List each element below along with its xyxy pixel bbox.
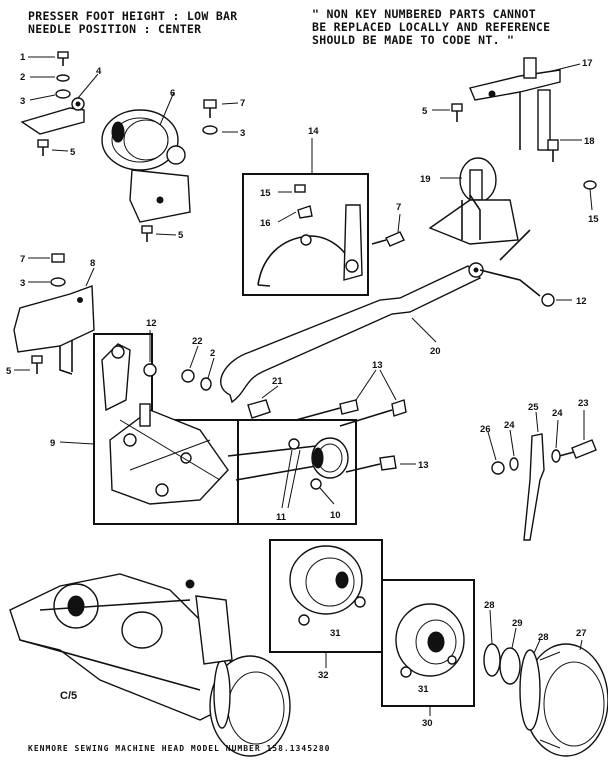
- bracket-part-4: [20, 73, 99, 135]
- callout-5: 5: [70, 147, 76, 158]
- callout-6: 6: [170, 88, 175, 99]
- presser-bar-assembly-part-17: [469, 57, 581, 151]
- callout-8: 8: [90, 258, 95, 269]
- screw-part-5-b: [141, 225, 177, 242]
- shaft-upper: [227, 445, 317, 457]
- note-line-2: be replaced locally and reference: [312, 20, 551, 34]
- nut-part-3-c: [28, 277, 66, 287]
- callout-28: 28: [484, 600, 495, 611]
- callout-4: 4: [96, 66, 102, 77]
- callout-31: 31: [330, 628, 341, 639]
- callout-17: 17: [582, 58, 593, 69]
- nut-part-3-b: [202, 125, 238, 135]
- screw-part-7-c: [28, 253, 65, 263]
- nut-part-22: [181, 345, 199, 383]
- callout-32: 32: [318, 670, 329, 681]
- assembled-head-view: [9, 573, 291, 757]
- nut-part-1-b: [583, 180, 597, 211]
- callout-30: 30: [422, 718, 433, 729]
- washer-part-24: [509, 419, 561, 471]
- callout-2-b: 2: [210, 348, 215, 359]
- nut-part-12-a: [541, 293, 572, 307]
- callout-7-b: 7: [396, 202, 401, 213]
- screw-part-18: [547, 139, 582, 162]
- callout-22: 22: [192, 336, 203, 347]
- model-footer: KENMORE SEWING MACHINE HEAD MODEL NUMBER…: [28, 744, 331, 753]
- lever-part-25: [523, 411, 545, 541]
- callout-9: 9: [50, 438, 55, 449]
- callout-2: 2: [20, 72, 25, 83]
- callout-5-c: 5: [422, 106, 428, 117]
- screw-part-1: [28, 51, 69, 66]
- nut-part-3: [29, 89, 71, 101]
- shaft-lower: [235, 465, 317, 481]
- callout-3: 3: [20, 96, 25, 107]
- detail-box-9: [59, 333, 239, 525]
- note-line-1: " Non key numbered parts cannot: [312, 7, 536, 21]
- callout-26: 26: [480, 424, 491, 435]
- header-left: Presser foot height : low barNeedle posi…: [28, 10, 237, 36]
- presser-foot-height-label: Presser foot height : low bar: [28, 9, 238, 23]
- callout-24-b: 24: [504, 420, 515, 431]
- callout-18: 18: [584, 136, 595, 147]
- callout-29: 29: [512, 618, 523, 629]
- callout-21: 21: [272, 376, 283, 387]
- screw-part-5-a: [37, 139, 69, 156]
- callout-12-b: 12: [146, 318, 157, 329]
- screw-part-5-c: [432, 103, 463, 122]
- callout-25: 25: [528, 402, 539, 413]
- header-note: " Non key numbered parts cannotbe replac…: [312, 8, 550, 47]
- callout-7-c: 7: [20, 254, 25, 265]
- screws-part-13: [295, 369, 416, 473]
- feed-arm-part-20: [220, 229, 541, 404]
- callout-20: 20: [430, 346, 441, 357]
- callout-7: 7: [240, 98, 245, 109]
- callout-14: 14: [308, 126, 319, 137]
- callout-5-b: 5: [178, 230, 184, 241]
- nut-part-12-b: [143, 330, 157, 377]
- callout-15: 15: [260, 188, 271, 199]
- pin-part-21: [247, 385, 279, 419]
- callout-16: 16: [260, 218, 271, 229]
- detail-box-10: [238, 419, 357, 525]
- detail-box-14: [242, 138, 369, 296]
- callout-13: 13: [372, 360, 383, 371]
- callout-3-c: 3: [20, 278, 25, 289]
- spacer-part-29: [499, 627, 521, 685]
- callout-1: 1: [20, 52, 26, 63]
- callout-31-b: 31: [418, 684, 429, 695]
- screw-part-7-b: [371, 213, 405, 247]
- callout-11: 11: [276, 512, 287, 523]
- tension-assembly-part-6: [101, 91, 191, 223]
- callout-28-b: 28: [538, 632, 549, 643]
- view-code-label: C/5: [60, 690, 78, 702]
- callout-23: 23: [578, 398, 589, 409]
- note-line-3: should be made to code NT. ": [312, 33, 515, 47]
- gear-assembly-part-32: [269, 539, 383, 668]
- bracket-part-8: [13, 267, 95, 375]
- callout-19: 19: [420, 174, 431, 185]
- gear-assembly-part-30: [381, 579, 475, 716]
- washer-part-2: [30, 74, 70, 82]
- callout-15-b: 15: [588, 214, 599, 225]
- callout-13-b: 13: [418, 460, 429, 471]
- callout-27: 27: [576, 628, 587, 639]
- callout-10: 10: [330, 510, 341, 521]
- needle-clamp-part-19: [428, 157, 519, 245]
- screw-part-7-a: [203, 99, 239, 118]
- screw-part-5-d: [14, 355, 43, 374]
- callout-3-b: 3: [240, 128, 245, 139]
- nut-part-26: [487, 431, 505, 475]
- needle-position-label: Needle position : center: [28, 22, 202, 36]
- handwheel-part-27: [519, 639, 608, 757]
- washer-part-2-b: [200, 357, 215, 391]
- callout-12: 12: [576, 296, 587, 307]
- callout-24: 24: [552, 408, 563, 419]
- callout-5-d: 5: [6, 366, 12, 377]
